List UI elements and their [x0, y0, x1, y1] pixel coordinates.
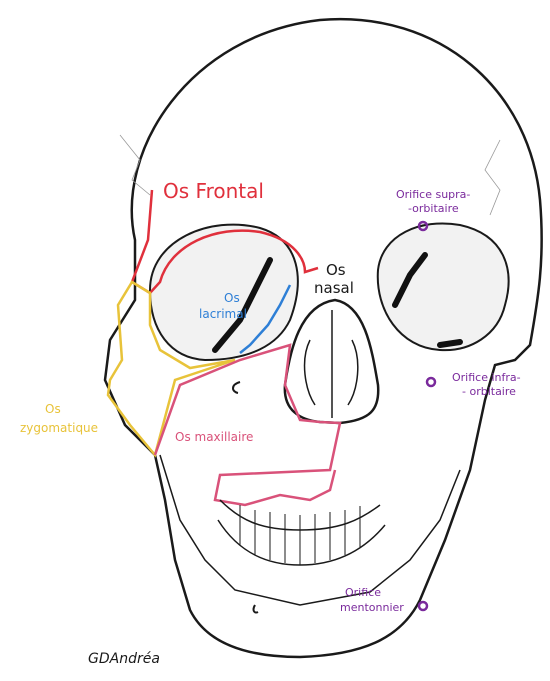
mental-foramen-icon — [419, 602, 427, 610]
label-mental-2: mentonnier — [340, 601, 404, 614]
orbit-left — [378, 223, 509, 350]
label-lacrimal-1: Os — [224, 291, 240, 305]
label-supra-orbital-1: Orifice supra- — [396, 188, 470, 201]
signature: GDAndréa — [88, 651, 160, 667]
label-infra-orbital-1: Orifice infra- — [452, 371, 521, 384]
label-nasal-2: nasal — [314, 279, 354, 297]
orbital-fissure — [440, 342, 460, 345]
label-mental-1: Orifice — [345, 586, 381, 599]
label-zygomatic-1: Os — [45, 402, 61, 416]
label-lacrimal-2: lacrimal — [199, 307, 247, 321]
label-nasal-1: Os — [326, 261, 346, 279]
label-zygomatic-2: zygomatique — [20, 421, 98, 435]
label-infra-orbital-2: - orbitaire — [462, 385, 516, 398]
label-frontal: Os Frontal — [163, 179, 264, 203]
label-supra-orbital-2: -orbitaire — [408, 202, 459, 215]
label-maxillary: Os maxillaire — [175, 430, 253, 444]
